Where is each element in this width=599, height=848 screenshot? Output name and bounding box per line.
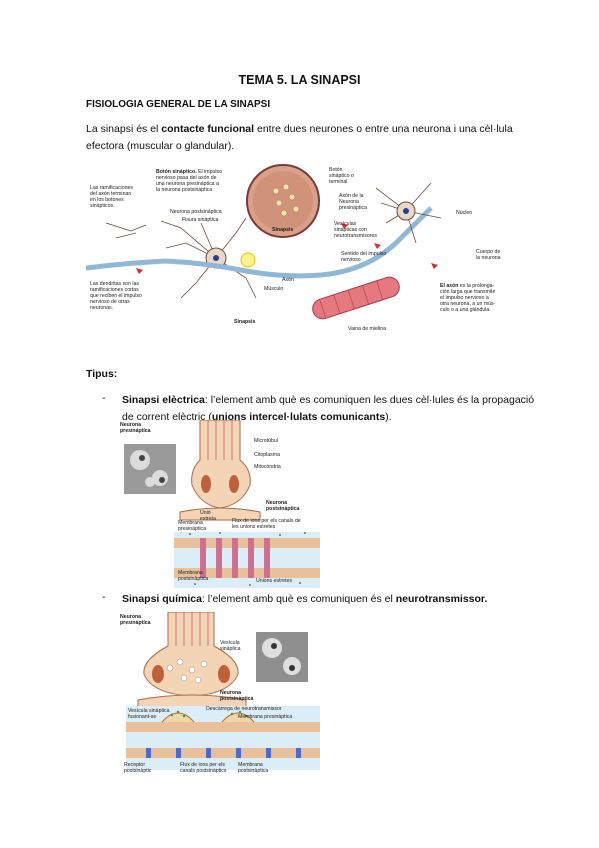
label-axon-desc-text: es la prolonga- ción larga que transmite… xyxy=(440,283,496,313)
label-sentido-impulso: Sentido del impulso nervioso xyxy=(341,251,387,263)
intro-bold: contacte funcional xyxy=(161,123,255,135)
label-membrana-post-q: Membrana postsinàptica xyxy=(238,762,269,774)
bullet2-dash: - xyxy=(102,591,106,603)
label-fisura-sinaptica: Fisura sináptica xyxy=(182,217,219,223)
bullet1-dash: - xyxy=(102,392,106,404)
label-neurona-postsinaptica: Neurona postsináptica xyxy=(170,209,222,215)
chemical-synapse-illustration xyxy=(126,612,320,770)
label-microtubul: Microtúbul xyxy=(254,438,278,444)
label-neurona-presinaptica-q: Neurona presinàptica xyxy=(120,614,151,626)
label-unio-estreta: Unió estreta xyxy=(200,510,216,522)
label-vesicula-fusionant: Vesícula sinàptica fusionant-se xyxy=(128,708,170,720)
label-flux-ions-e: Flux de ions per els canals de les union… xyxy=(232,518,301,530)
figure-chemical-synapse: Neurona presinàptica Vesícula sinàptica … xyxy=(120,612,322,780)
label-axon-bold: El axón xyxy=(440,283,459,289)
label-axon: Axón xyxy=(282,277,294,283)
bullet1-bold: Sinapsi elèctrica xyxy=(122,394,205,406)
label-neurona-presinaptica-e: Neurona presináptica xyxy=(120,422,151,434)
label-nucleo: Núcleo xyxy=(456,210,473,216)
label-membrana-pre-q: Membrana presinàptica xyxy=(238,714,293,720)
label-sinapsis-bottom: Sinapsis xyxy=(234,319,256,325)
intro-line2: efectora (muscular o glandular). xyxy=(86,140,235,152)
section-heading: FISIOLOGIA GENERAL DE LA SINAPSI xyxy=(86,99,271,110)
bullet1-text: Sinapsi elèctrica: l’element amb què es … xyxy=(122,392,542,426)
intro-line1-post: entre dues neurones o entre una neurona … xyxy=(254,123,513,135)
label-membrana-post-e: Membrana postsinàptica xyxy=(178,570,209,582)
label-receptor: Receptor postsinàptic xyxy=(124,762,152,774)
label-vesiculas: Vesículas sinápticas con neurotransmisor… xyxy=(334,221,377,239)
bullet2-bold: Sinapsi química xyxy=(122,593,202,605)
label-citoplasma: Citoplasma xyxy=(254,452,280,458)
bullet2-bold2: neurotransmissor. xyxy=(395,593,488,605)
tipus-label: Tipus: xyxy=(86,368,118,380)
label-axon-presinaptica: Axón de la Neurona presináptica xyxy=(339,193,367,211)
label-ramificaciones: Las ramificaciones del axón terminan en … xyxy=(90,185,133,209)
bullet1-line2-bold: unions intercel·lulats comunicants xyxy=(211,411,386,423)
label-sinapsis-circle: Sinapsis xyxy=(272,227,294,233)
label-axon-desc: El axón es la prolonga- ción larga que t… xyxy=(440,283,495,313)
label-boton-terminal: Botón sináptico o terminal xyxy=(329,167,354,185)
bullet1-line1: : l’element amb què es comuniquen les du… xyxy=(204,394,535,406)
intro-paragraph: La sinapsi és el contacte funcional entr… xyxy=(86,121,526,155)
label-vaina-mielina: Vaina de mielina xyxy=(348,326,386,332)
bullet1-line2-post: ). xyxy=(385,411,392,423)
neuron-illustration xyxy=(86,164,442,320)
bullet1-line2-pre: de corrent elèctric ( xyxy=(122,411,212,423)
label-mitocondria: Mitocòndria xyxy=(254,464,281,470)
label-boton-sinaptico: Botón sináptico. El impulso nervioso pas… xyxy=(156,169,222,193)
intro-text-pre: La sinapsi és el xyxy=(86,123,162,135)
label-flux-ions-q: Flux de ions per els canals postsinàptic… xyxy=(180,762,227,774)
label-musculo: Músculo xyxy=(264,286,284,292)
label-neurona-postsinaptica-e: Neurona postsinàptica xyxy=(266,500,300,512)
figure-neuron-synapse: Las ramificaciones del axón terminan en … xyxy=(86,163,526,338)
label-descarrega: Descàrrega de neurotransmissor xyxy=(206,706,282,712)
label-neurona-postsinaptica-q: Neurona postsinàptica xyxy=(220,690,254,702)
figure-electrical-synapse: Neurona presináptica Microtúbul Citoplas… xyxy=(120,420,320,588)
label-vesicula-sinaptica: Vesícula sinàptica xyxy=(220,640,241,652)
electrical-synapse-illustration xyxy=(124,420,320,588)
label-boton-bold: Botón sináptico. xyxy=(156,169,197,175)
bullet2-line1: : l’element amb què es comuniquen és el xyxy=(201,593,396,605)
label-boton-text: El impulso nervioso pasa del axón de una… xyxy=(156,169,223,193)
label-unions-estretes: Unions estretes xyxy=(256,578,293,584)
label-membrana-pre-e: Membrana presinàptica xyxy=(178,520,206,532)
bullet2-text: Sinapsi química: l’element amb què es co… xyxy=(122,591,542,608)
label-dendritas: Las dendritas son las ramificaciones cor… xyxy=(90,281,142,311)
label-cuerpo-neurona: Cuerpo de la neurona xyxy=(476,249,501,261)
page-title: TEMA 5. LA SINAPSI xyxy=(238,73,361,87)
